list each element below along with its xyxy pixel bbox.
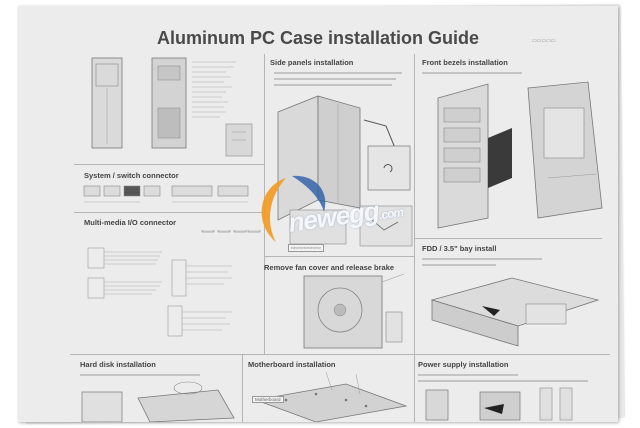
heading-power-supply: Power supply installation (418, 360, 509, 369)
fdd-text-1 (422, 258, 542, 260)
divider-col-3 (242, 354, 243, 422)
front-bezels-text-1 (422, 72, 522, 74)
heading-system-switch: System / switch connector (84, 171, 179, 180)
power-supply-text-1 (418, 374, 518, 376)
side-panel-callout: ▭▭▭▭▭▭▭ (288, 244, 324, 252)
power-supply-text-2 (418, 380, 588, 382)
heading-multimedia-io: Multi-media I/O connector (84, 218, 177, 227)
heading-fdd-bay: FDD / 3.5" bay install (422, 244, 497, 253)
motherboard-diagram (254, 371, 408, 422)
fan-cover-diagram (303, 273, 405, 349)
heading-hard-disk: Hard disk installation (80, 360, 156, 369)
divider-row-1 (74, 164, 264, 165)
multimedia-io-diagram (87, 230, 261, 337)
case-parts-diagram (91, 57, 253, 157)
switch-connector-diagram (83, 185, 249, 203)
hard-disk-diagram (81, 381, 235, 422)
hard-disk-text-1 (80, 374, 200, 376)
side-panels-text-3 (274, 84, 392, 86)
heading-fan-cover: Remove fan cover and release brake (264, 263, 395, 272)
heading-side-panels: Side panels installation (270, 58, 354, 67)
heading-front-bezels: Front bezels installation (422, 58, 508, 67)
power-supply-diagram (425, 387, 573, 421)
side-panels-text-2 (274, 78, 396, 80)
divider-row-2 (74, 212, 264, 213)
guide-sheet: Aluminum PC Case installation Guide ▭▭▭▭… (18, 6, 618, 422)
fdd-text-2 (422, 264, 496, 266)
front-bezels-diagram (437, 81, 603, 229)
fdd-bay-diagram (430, 277, 600, 347)
divider-row-4 (264, 256, 414, 257)
divider-row-5 (70, 354, 610, 355)
page-title: Aluminum PC Case installation Guide (156, 28, 480, 48)
side-panels-text-1 (274, 72, 402, 74)
side-panels-diagram (277, 95, 413, 247)
motherboard-callout: Motherboard (252, 396, 284, 403)
model-code-mark: ▭▭▭▭▭ (532, 38, 556, 44)
watermark-swoosh-icon (261, 175, 326, 242)
heading-motherboard: Motherboard installation (248, 360, 336, 369)
divider-row-3 (414, 238, 602, 239)
